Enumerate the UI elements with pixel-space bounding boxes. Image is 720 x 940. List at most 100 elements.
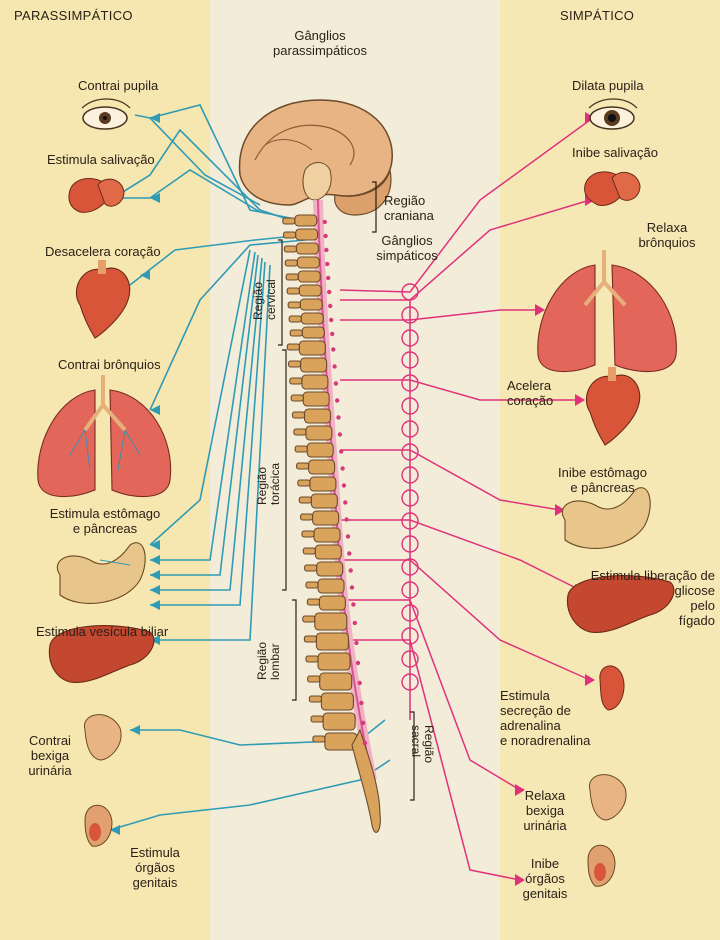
vertebra-process xyxy=(283,218,295,224)
nerve-root-dot xyxy=(325,262,329,266)
nerve-root-dot xyxy=(323,220,327,224)
vertebra-process xyxy=(299,497,311,503)
vertebra xyxy=(307,443,333,457)
cranial-region-label: Região craniana xyxy=(384,193,434,223)
vertebra xyxy=(301,313,323,324)
nerve-root-dot xyxy=(356,661,360,665)
vertebra xyxy=(318,579,344,593)
vertebra xyxy=(300,299,322,310)
vertebra xyxy=(296,229,318,240)
vertebra xyxy=(311,494,337,508)
nerve-root-dot xyxy=(328,304,332,308)
nerve-root-dot xyxy=(350,585,354,589)
vertebra xyxy=(295,215,317,226)
vertebra-process xyxy=(311,716,323,722)
vertebra xyxy=(301,358,327,372)
symp-effect-adrenal: Estimula secreção de adrenalina e noradr… xyxy=(500,688,590,748)
vertebra-process xyxy=(308,676,320,682)
symp-effect-salivation: Inibe salivação xyxy=(572,145,658,160)
vertebra-process xyxy=(287,288,299,294)
vertebra xyxy=(303,392,329,406)
symp-effect-bronchi: Relaxa brônquios xyxy=(632,220,702,250)
vertebra xyxy=(315,545,341,559)
vertebra-process xyxy=(303,548,315,554)
nerve-root-dot xyxy=(361,721,365,725)
para-effect-bronchi: Contrai brônquios xyxy=(58,357,161,372)
para-effect-salivation: Estimula salivação xyxy=(47,152,155,167)
symp-effect-bladder: Relaxa bexiga urinária xyxy=(515,788,575,833)
vertebra-process xyxy=(313,736,325,742)
vertebra-process xyxy=(289,361,301,367)
vertebra xyxy=(314,528,340,542)
vertebra-process xyxy=(293,412,305,418)
nerve-root-dot xyxy=(344,517,348,521)
vertebra xyxy=(305,409,331,423)
vertebra-process xyxy=(290,378,302,384)
vertebra-process xyxy=(284,232,296,238)
vertebra-process xyxy=(306,582,318,588)
vertebra xyxy=(302,375,328,389)
vertebra-process xyxy=(286,274,298,280)
nerve-root-dot xyxy=(339,449,343,453)
nerve-root-dot xyxy=(331,347,335,351)
nerve-root-dot xyxy=(347,551,351,555)
para-effect-gallbladder: Estimula vesícula biliar xyxy=(36,624,168,639)
sympathetic-ganglia-label: Gânglios simpáticos xyxy=(372,233,442,263)
vertebra-process xyxy=(302,531,314,537)
vertebra xyxy=(298,271,320,282)
vertebra xyxy=(315,613,347,630)
nerve-root-dot xyxy=(327,290,331,294)
vertebra-process xyxy=(298,480,310,486)
nerve-root-dot xyxy=(359,701,363,705)
nerve-root-dot xyxy=(358,681,362,685)
cervical-region-label: Regiãocervical xyxy=(252,279,278,320)
nerve-root-dot xyxy=(336,415,340,419)
vertebra xyxy=(317,562,343,576)
nerve-root-dot xyxy=(351,602,355,606)
nerve-root-dot xyxy=(340,466,344,470)
vertebra xyxy=(297,257,319,268)
nerve-root-dot xyxy=(353,621,357,625)
vertebra-process xyxy=(306,656,318,662)
nerve-root-dot xyxy=(354,641,358,645)
para-effect-genitals: Estimula órgãos genitais xyxy=(115,845,195,890)
parasympathetic-ganglia-label: Gânglios parassimpáticos xyxy=(250,28,390,58)
vertebra xyxy=(319,596,345,610)
vertebra xyxy=(296,243,318,254)
nerve-root-dot xyxy=(343,500,347,504)
left-panel xyxy=(0,0,210,940)
vertebra-process xyxy=(284,246,296,252)
vertebra-process xyxy=(305,565,317,571)
nerve-root-dot xyxy=(335,398,339,402)
vertebra-process xyxy=(294,429,306,435)
vertebra xyxy=(302,327,324,338)
nerve-root-dot xyxy=(363,741,367,745)
symp-effect-pupil: Dilata pupila xyxy=(572,78,644,93)
vertebra-process xyxy=(289,316,301,322)
para-effect-heart: Desacelera coração xyxy=(45,244,161,259)
vertebra xyxy=(321,693,353,710)
vertebra xyxy=(310,477,336,491)
nerve-root-dot xyxy=(324,248,328,252)
nerve-root-dot xyxy=(346,534,350,538)
vertebra-process xyxy=(303,616,315,622)
brain xyxy=(240,100,393,215)
nerve-root-dot xyxy=(323,234,327,238)
para-effect-bladder: Contrai bexiga urinária xyxy=(20,733,80,778)
vertebra-process xyxy=(295,446,307,452)
symp-effect-heart: Acelera coração xyxy=(507,378,553,408)
vertebra xyxy=(309,460,335,474)
vertebra-process xyxy=(290,330,302,336)
nerve-root-dot xyxy=(334,381,338,385)
para-effect-stomach: Estimula estômago e pâncreas xyxy=(40,506,170,536)
vertebra-process xyxy=(307,599,319,605)
nerve-root-dot xyxy=(349,568,353,572)
vertebra-process xyxy=(287,344,299,350)
vertebra xyxy=(318,653,350,670)
thoracic-region-label: Regiãotorácica xyxy=(256,463,282,505)
nerve-root-dot xyxy=(338,432,342,436)
nerve-root-dot xyxy=(330,332,334,336)
nerve-root-dot xyxy=(332,364,336,368)
vertebra-process xyxy=(291,395,303,401)
sympathetic-heading: SIMPÁTICO xyxy=(560,8,634,23)
